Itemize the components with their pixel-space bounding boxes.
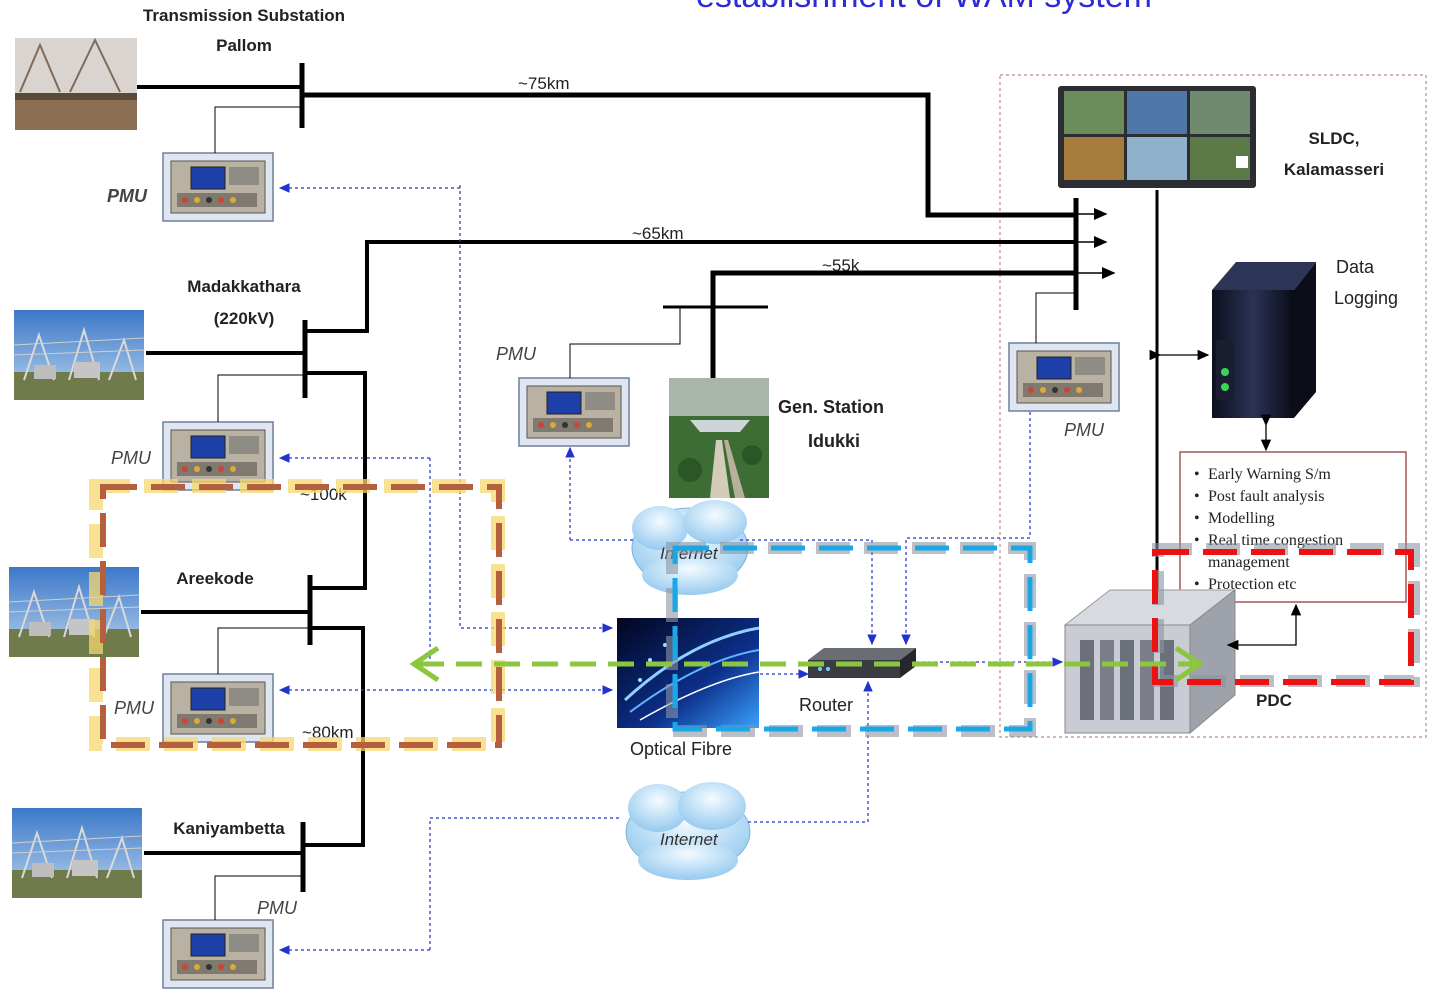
pdc-device: [1063, 588, 1237, 735]
areekode-substation-photo: [8, 566, 140, 658]
distance-65km: ~65km: [632, 224, 684, 243]
internet-cloud-bottom: [625, 782, 751, 880]
pallom-label-line2: Pallom: [216, 36, 272, 55]
application-item-1: Post fault analysis: [1208, 488, 1324, 505]
application-item: •: [1194, 510, 1200, 527]
application-item: •: [1194, 488, 1200, 505]
header-title: establishment of WAM system: [696, 0, 1152, 15]
areekode-pmu-device: [162, 673, 274, 743]
application-item: •: [1194, 466, 1200, 483]
distance-55k: ~55k: [822, 256, 860, 275]
madakkathara-pmu-label: PMU: [111, 448, 152, 468]
application-item-0: Early Warning S/m: [1208, 466, 1331, 483]
highlight-red-box: [1152, 549, 1414, 685]
highlight-yellow-box: [89, 479, 505, 751]
internet-label-bottom: Internet: [660, 830, 719, 849]
idukki-pmu-device: [518, 377, 630, 447]
application-item: •: [1194, 576, 1200, 593]
pdc-apps-link: [1236, 603, 1302, 646]
highlight-blue-box: [672, 545, 1033, 732]
router-label: Router: [799, 695, 853, 715]
pallom-substation-photo: [15, 37, 137, 130]
data-logging-server-icon: [1212, 262, 1316, 418]
application-item: •: [1194, 532, 1200, 549]
data-logging-label-line2: Logging: [1334, 288, 1398, 308]
sldc-video-wall: [1058, 86, 1256, 188]
areekode-pmu-label: PMU: [114, 698, 155, 718]
transmission-lines: [137, 63, 1159, 892]
highlight-brown-box: [100, 484, 502, 748]
gen-station-label-line2: Idukki: [808, 431, 860, 451]
kaniyambetta-label: Kaniyambetta: [173, 819, 285, 838]
sldc-pmu-device: [1008, 342, 1120, 412]
application-item-2: Modelling: [1208, 510, 1275, 527]
areekode-label: Areekode: [176, 569, 253, 588]
madakkathara-substation-photo: [13, 309, 145, 401]
sldc-boundary: [999, 74, 1427, 738]
pdc-label: PDC: [1256, 691, 1292, 710]
application-item-5: Protection etc: [1208, 576, 1296, 593]
madakkathara-label-line2: (220kV): [214, 309, 274, 328]
pmu-tap-lines: [214, 106, 1076, 920]
pallom-pmu-device: [162, 152, 274, 222]
optical-fibre-label: Optical Fibre: [630, 739, 732, 759]
kaniyambetta-pmu-device: [162, 919, 274, 989]
idukki-pmu-label: PMU: [496, 344, 537, 364]
sldc-label-line2: Kalamasseri: [1284, 160, 1384, 179]
idukki-gen-station-photo: [669, 378, 769, 498]
sldc-label-line1: SLDC,: [1309, 129, 1360, 148]
pallom-label-line1: Transmission Substation: [143, 6, 345, 25]
gen-station-label-line1: Gen. Station: [778, 397, 884, 417]
sldc-pmu-label: PMU: [1064, 420, 1105, 440]
application-item-4: management: [1208, 554, 1290, 571]
pallom-pmu-label: PMU: [107, 186, 148, 206]
applications-box: [1179, 451, 1407, 603]
green-data-flow-arrow: [409, 645, 1205, 683]
optical-fibre-image: [617, 618, 760, 728]
kaniyambetta-pmu-label: PMU: [257, 898, 298, 918]
madakkathara-label-line1: Madakkathara: [187, 277, 301, 296]
kaniyambetta-substation-photo: [11, 807, 143, 899]
data-logging-label-line1: Data: [1336, 257, 1375, 277]
distance-75km: ~75km: [518, 74, 570, 93]
